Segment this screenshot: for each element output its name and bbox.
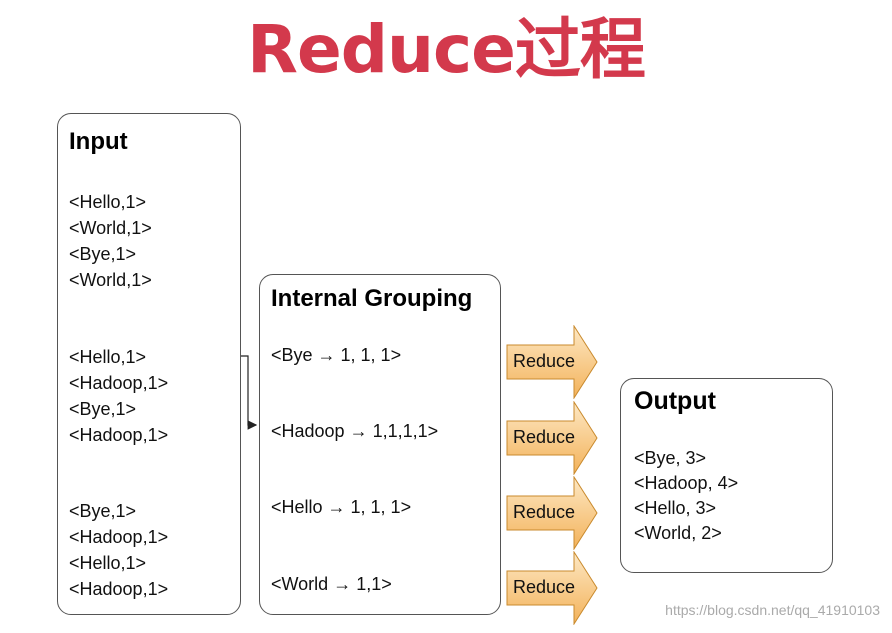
input-pair: <World,1> (69, 270, 152, 290)
input-pair: <Hello,1> (69, 553, 147, 573)
reduce-arrow: Reduce (506, 476, 598, 550)
output-entry: <Bye, 3> (634, 448, 707, 468)
reduce-label: Reduce (513, 577, 576, 597)
reduce-label: Reduce (513, 427, 576, 447)
input-pair: <Hadoop,1> (69, 579, 169, 599)
input-pair: <Hadoop,1> (69, 425, 169, 445)
output-box: Output <Bye, 3> <Hadoop, 4> <Hello, 3> <… (620, 378, 833, 573)
grouping-entry: <World → 1,1> (271, 574, 392, 594)
reduce-arrow: Reduce (506, 325, 598, 399)
input-pair: <World,1> (69, 218, 152, 238)
input-pair: <Hadoop,1> (69, 527, 169, 547)
reduce-arrow: Reduce (506, 401, 598, 475)
grouping-title: Internal Grouping (271, 285, 473, 312)
input-pair: <Hello,1> (69, 192, 147, 212)
grouping-box: Internal Grouping <Bye → 1, 1, 1> <Hadoo… (259, 274, 501, 615)
grouping-entry: <Hadoop → 1,1,1,1> (271, 421, 439, 441)
reduce-label: Reduce (513, 502, 576, 522)
reduce-label: Reduce (513, 351, 576, 371)
grouping-entry: <Bye → 1, 1, 1> (271, 345, 402, 365)
output-title: Output (634, 387, 716, 415)
output-entry: <Hello, 3> (634, 498, 717, 518)
input-pair: <Bye,1> (69, 399, 137, 419)
input-box: Input <Hello,1> <World,1> <Bye,1> <World… (57, 113, 241, 615)
output-entry: <World, 2> (634, 523, 722, 543)
reduce-arrow: Reduce (506, 551, 598, 625)
grouping-entry: <Hello → 1, 1, 1> (271, 497, 412, 517)
watermark: https://blog.csdn.net/qq_41910103 (665, 602, 880, 618)
input-pair: <Bye,1> (69, 501, 137, 521)
input-title: Input (69, 128, 128, 155)
input-pair: <Hello,1> (69, 347, 147, 367)
input-pair: <Hadoop,1> (69, 373, 169, 393)
input-pair: <Bye,1> (69, 244, 137, 264)
page-title: Reduce过程 (247, 11, 646, 88)
output-entry: <Hadoop, 4> (634, 473, 739, 493)
